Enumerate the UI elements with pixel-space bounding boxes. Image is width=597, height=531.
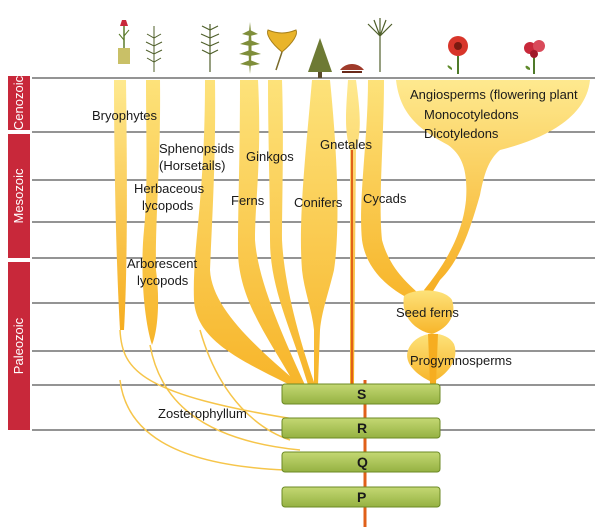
era-label-mesozoic: Mesozoic bbox=[11, 168, 26, 223]
label-horsetails: (Horsetails) bbox=[159, 158, 225, 173]
horsetail-icon bbox=[145, 26, 163, 72]
lycopod-root-curve bbox=[149, 344, 301, 451]
label-progymnosperms: Progymnosperms bbox=[410, 353, 512, 368]
era-label-cenozoic: Cenozoic bbox=[11, 75, 26, 130]
gnetales-icon bbox=[340, 64, 364, 73]
ginkgo-leaf-icon bbox=[267, 29, 297, 71]
label-ferns: Ferns bbox=[231, 193, 265, 208]
label-angiosperms: Angiosperms (flowering plant bbox=[410, 87, 578, 102]
bar-r bbox=[281, 417, 441, 439]
bar-label-s: S bbox=[357, 386, 366, 402]
plant-icons bbox=[118, 18, 545, 78]
lineage-bryophytes bbox=[114, 80, 127, 330]
lineage-ginkgos bbox=[268, 80, 315, 385]
bar-q bbox=[281, 451, 441, 473]
lineage-sphenopsids bbox=[193, 80, 300, 385]
label-monocotyledons: Monocotyledons bbox=[424, 107, 519, 122]
era-label-paleozoic: Paleozoic bbox=[11, 317, 26, 374]
lycopod-icon bbox=[200, 24, 220, 72]
lineage-ferns bbox=[238, 80, 305, 385]
label-ginkgos: Ginkgos bbox=[246, 149, 294, 164]
era-band-mesozoic bbox=[8, 134, 30, 258]
bar-p bbox=[281, 486, 441, 508]
label-zosterophyllum: Zosterophyllum bbox=[158, 406, 247, 421]
label-arborescent-lycopods: lycopods bbox=[137, 273, 189, 288]
fern-root-curve bbox=[199, 329, 291, 441]
label-dicotyledons: Dicotyledons bbox=[424, 126, 499, 141]
lineage-angiosperms bbox=[396, 80, 590, 296]
conifer-icon bbox=[308, 38, 332, 78]
early-lineage-curves bbox=[119, 329, 301, 471]
label-seed-ferns: Seed ferns bbox=[396, 305, 459, 320]
label-herbaceous: Herbaceous bbox=[134, 181, 205, 196]
group-labels: Bryophytes Sphenopsids (Horsetails) Herb… bbox=[92, 87, 578, 421]
lineage-lycopods bbox=[142, 80, 161, 345]
moss-icon bbox=[118, 20, 130, 64]
lineage-conifers bbox=[300, 80, 338, 385]
bar-label-p: P bbox=[357, 489, 366, 505]
label-gnetales: Gnetales bbox=[320, 137, 373, 152]
ancestral-bars: S R Q P bbox=[281, 383, 441, 508]
lineage-seed-ferns bbox=[403, 290, 454, 334]
label-conifers: Conifers bbox=[294, 195, 343, 210]
label-sphenopsids: Sphenopsids bbox=[159, 141, 235, 156]
bar-s bbox=[281, 383, 441, 405]
bar-label-q: Q bbox=[357, 454, 368, 470]
progymnosperm-stem bbox=[428, 334, 438, 384]
red-flower-icon bbox=[447, 36, 468, 74]
label-bryophytes: Bryophytes bbox=[92, 108, 158, 123]
zosterophyllum-curve bbox=[119, 379, 286, 471]
orchid-icon bbox=[524, 40, 545, 74]
label-herbaceous-lycopods: lycopods bbox=[142, 198, 194, 213]
bryophyte-root-curve bbox=[119, 329, 301, 421]
era-band: Cenozoic Mesozoic Paleozoic bbox=[8, 75, 30, 430]
label-arborescent: Arborescent bbox=[127, 256, 197, 271]
fern-icon bbox=[239, 22, 261, 74]
label-cycads: Cycads bbox=[363, 191, 407, 206]
bar-label-r: R bbox=[357, 420, 367, 436]
lineage-cycads bbox=[361, 80, 420, 300]
cycad-icon bbox=[367, 18, 393, 72]
lineages bbox=[114, 80, 590, 385]
era-band-cenozoic bbox=[8, 76, 30, 130]
era-band-paleozoic bbox=[8, 262, 30, 430]
